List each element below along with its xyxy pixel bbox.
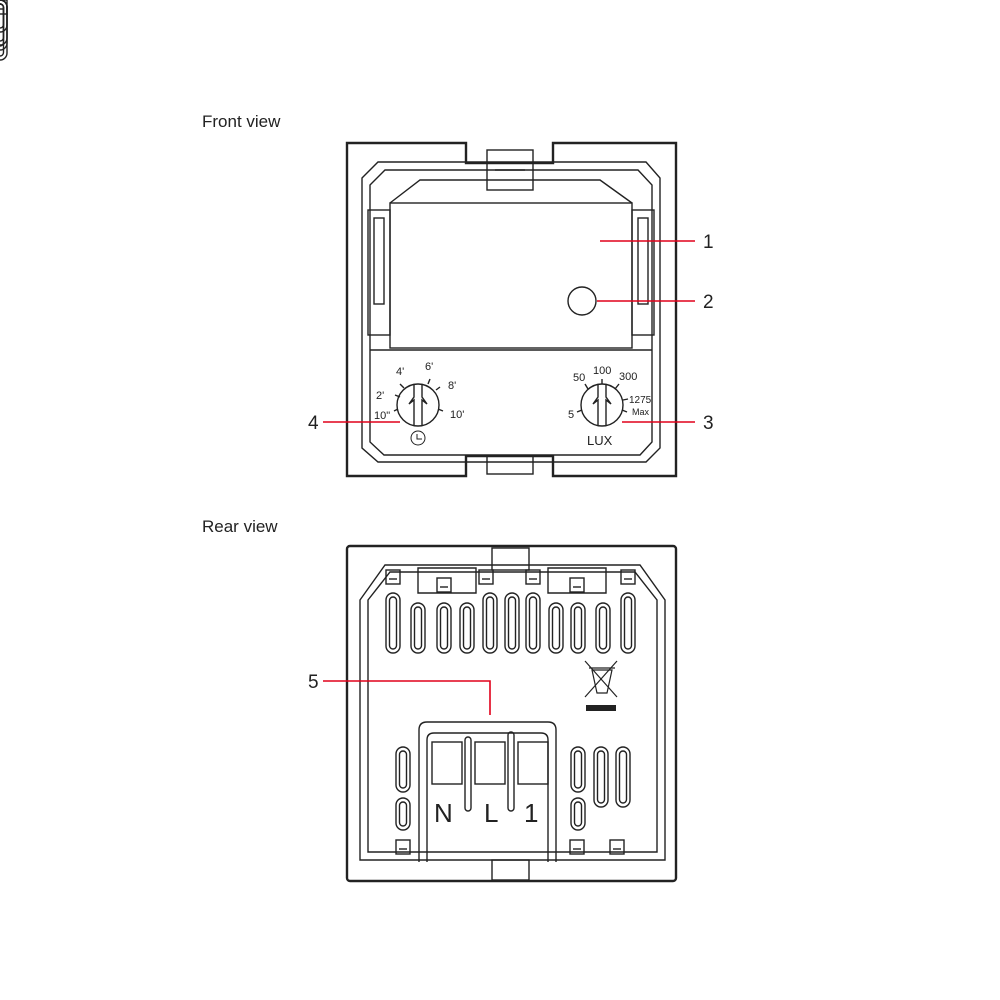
front-view-device — [345, 141, 678, 478]
rear-view-title: Rear view — [202, 517, 278, 536]
terminal-block — [431, 731, 549, 812]
leader-line-5 — [323, 680, 491, 715]
timer-label: 4' — [396, 366, 404, 378]
terminal-label-1: 1 — [524, 798, 538, 828]
rear-view-device — [0, 0, 678, 883]
timer-label: 8' — [448, 380, 456, 392]
lux-label: 50 — [573, 372, 585, 384]
lux-dial[interactable] — [576, 379, 629, 427]
terminal-1[interactable] — [517, 741, 549, 785]
terminal-l[interactable] — [474, 741, 506, 785]
timer-label: 10' — [450, 409, 464, 421]
callout-2: 2 — [703, 292, 714, 313]
lux-label: 1275 — [629, 395, 652, 406]
timer-label: 6' — [425, 361, 433, 373]
clock-icon — [410, 430, 426, 446]
lux-label: 5 — [568, 409, 574, 421]
lux-unit-label: LUX — [587, 433, 613, 448]
lux-label: 100 — [593, 365, 611, 377]
front-view-title: Front view — [202, 112, 281, 131]
lux-label: Max — [632, 407, 650, 417]
terminal-label-l: L — [484, 798, 498, 828]
light-sensor — [567, 286, 597, 316]
terminal-label-n: N — [434, 798, 453, 828]
weee-bin-icon — [584, 660, 618, 711]
timer-dial[interactable] — [393, 378, 444, 427]
timer-label: 2' — [376, 390, 384, 402]
lux-label: 300 — [619, 371, 637, 383]
callout-4: 4 — [308, 413, 319, 434]
callout-3: 3 — [703, 413, 714, 434]
timer-label: 10" — [374, 410, 390, 422]
terminal-n[interactable] — [431, 741, 463, 785]
callout-1: 1 — [703, 232, 714, 253]
callout-5: 5 — [308, 672, 319, 693]
